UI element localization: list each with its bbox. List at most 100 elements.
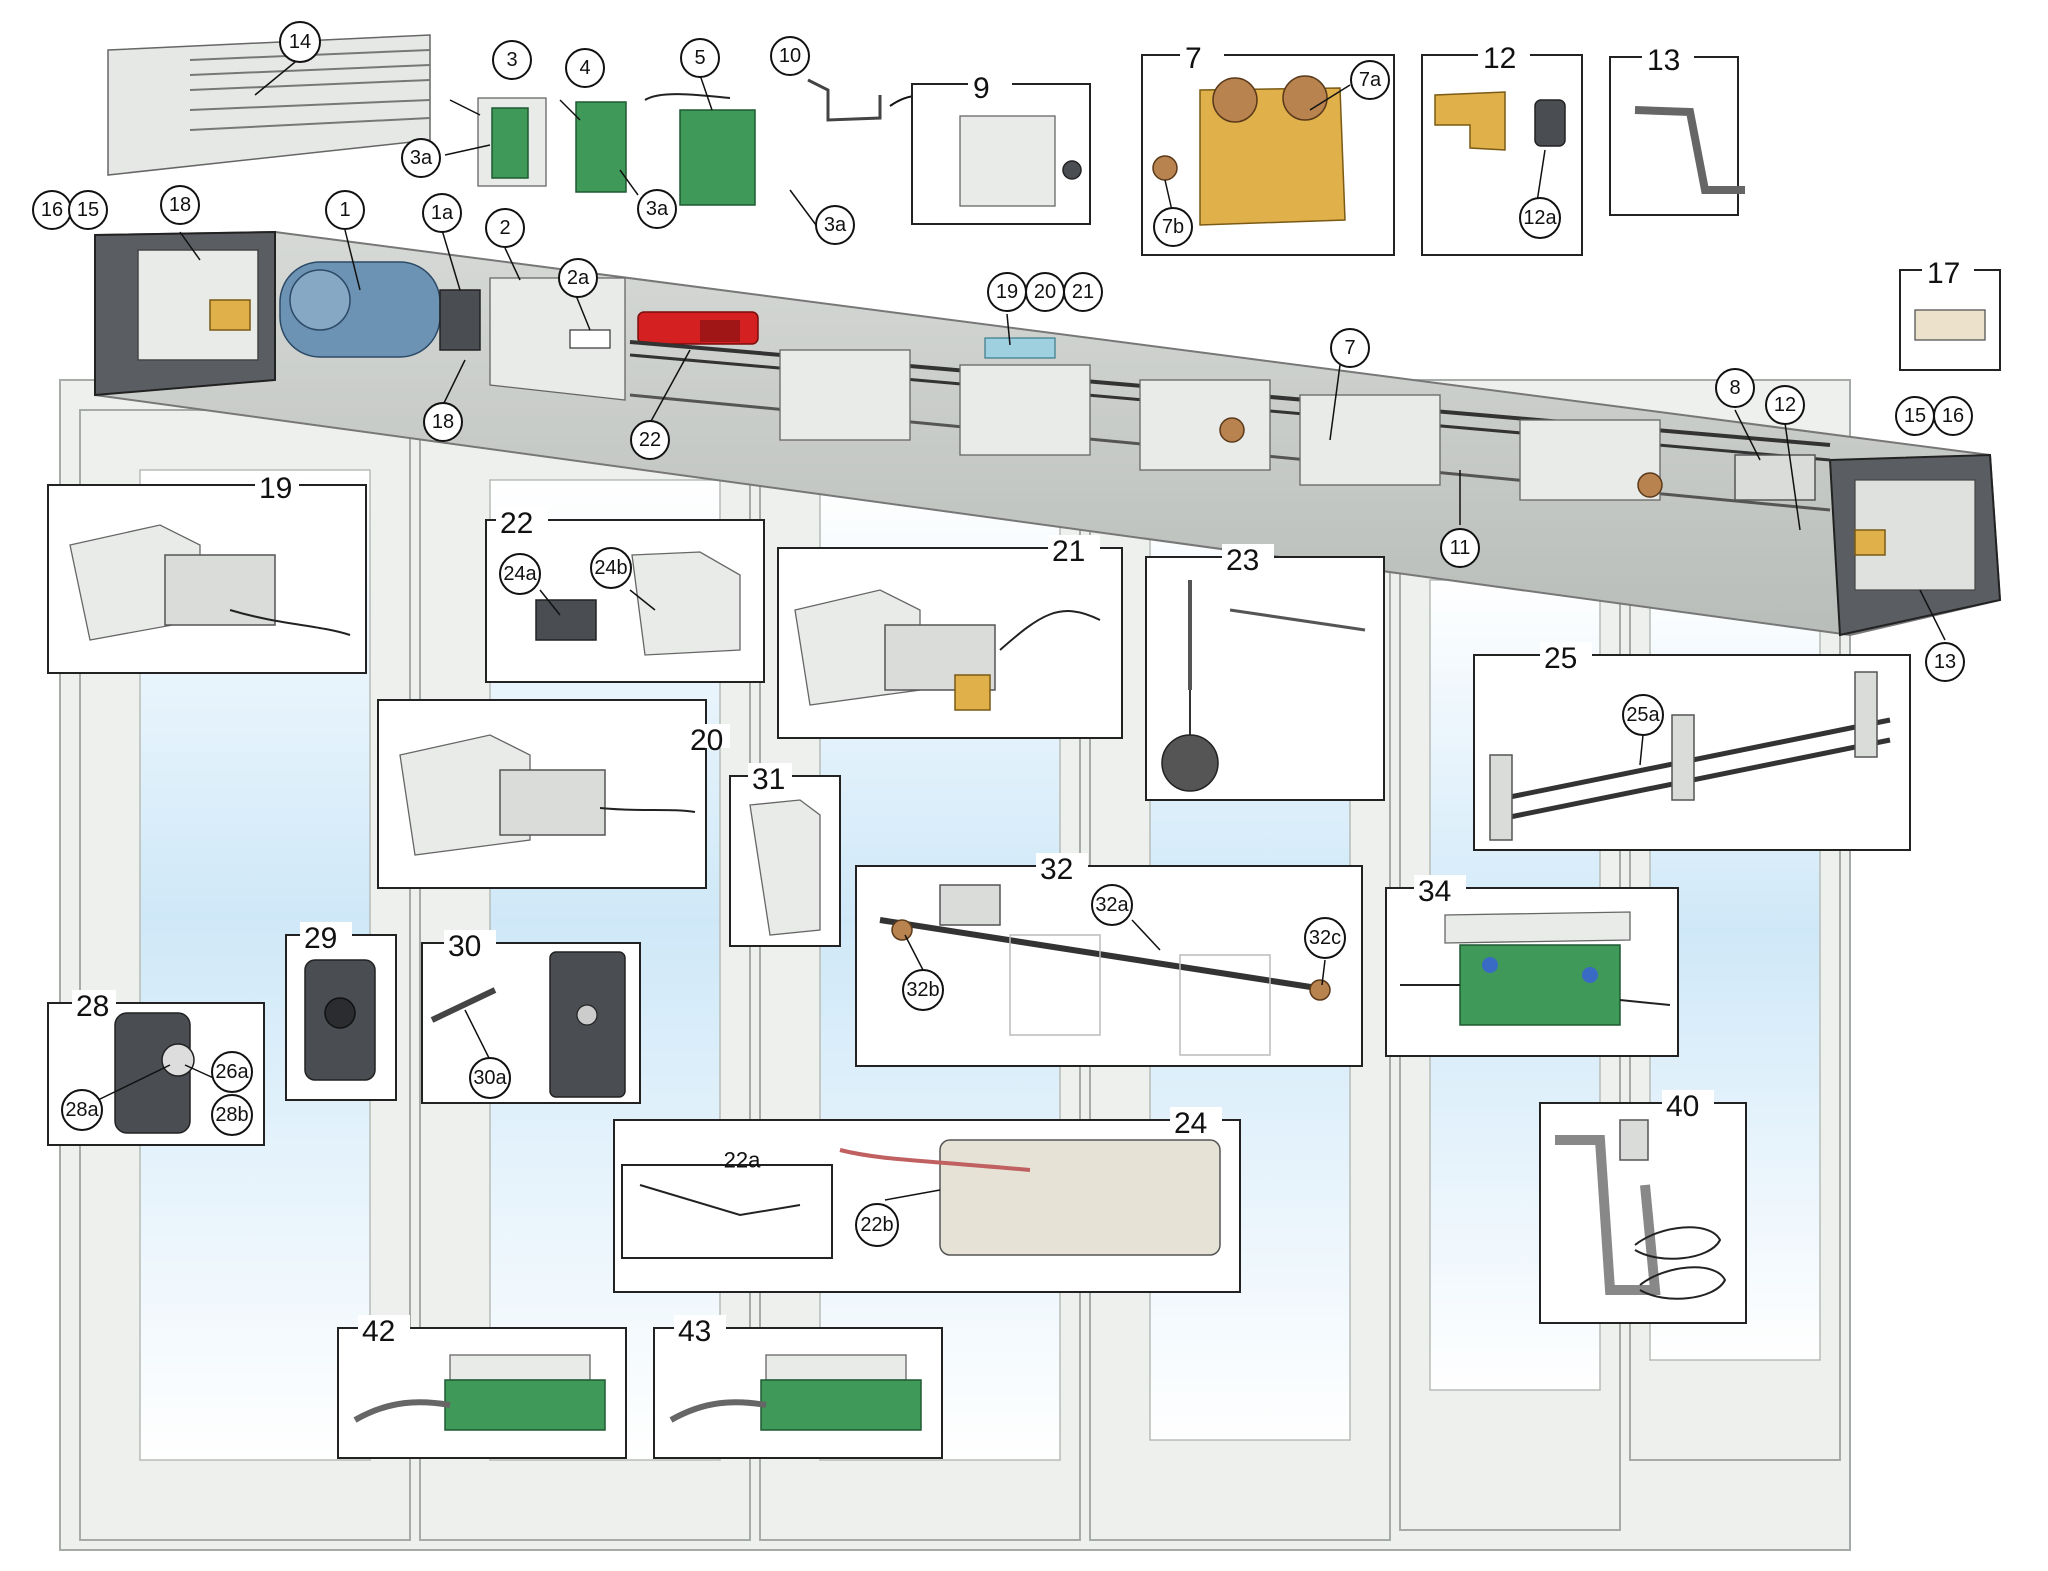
box-43-cable	[669, 1399, 767, 1423]
locking-unit-in-housing	[984, 337, 1056, 359]
box-40: 40	[1539, 1090, 1747, 1324]
callout-11: 11	[1440, 528, 1480, 568]
svg-text:4: 4	[579, 57, 590, 79]
box-7-wheel-2	[1282, 75, 1328, 121]
board-part-5	[679, 109, 756, 206]
box-28-label-bg	[72, 990, 116, 1014]
box-34: 34	[1385, 875, 1679, 1057]
motor-encoder	[439, 289, 481, 351]
box-19-wire	[229, 609, 351, 636]
box-34-label: 34	[1418, 875, 1451, 908]
callout-1: 1	[325, 190, 365, 230]
box-32-roller-left	[891, 919, 913, 941]
callout-13: 13	[1925, 642, 1965, 682]
callout-5: 5	[680, 38, 720, 78]
callout-1a: 1a	[422, 193, 462, 233]
callout-7: 7	[1330, 328, 1370, 368]
callout-12a: 12a	[1519, 197, 1561, 239]
callout-18-top: 18	[160, 185, 200, 225]
box-29-knob	[324, 997, 356, 1029]
box-9-screw	[1062, 160, 1082, 180]
svg-text:13: 13	[1934, 651, 1956, 673]
box-13-label: 13	[1647, 44, 1680, 77]
box-24-switch	[535, 599, 597, 641]
box-13-label-bg	[1642, 44, 1694, 68]
callout-22a: 22a	[724, 1148, 761, 1173]
callout-7a: 7a	[1350, 60, 1390, 100]
box-21-coil-cap	[954, 674, 991, 711]
box-32-ghost-carriage-2	[1179, 954, 1271, 1056]
box-21: 21	[777, 535, 1123, 739]
carriage-3	[1139, 379, 1271, 471]
box-25-bracket-1	[1489, 754, 1513, 841]
callout-16-left: 16	[32, 190, 72, 230]
box-17: 17	[1899, 257, 2001, 371]
svg-text:30a: 30a	[473, 1067, 507, 1089]
box-20: 20	[377, 699, 730, 889]
box-22-label: 24	[1174, 1107, 1207, 1140]
power-supply-fuse	[569, 329, 611, 349]
svg-text:8: 8	[1729, 377, 1740, 399]
box-34-board	[1459, 944, 1621, 1026]
box-13-bracket	[1634, 106, 1745, 194]
magnet-segment-2	[700, 320, 740, 342]
box-20-label: 20	[690, 724, 723, 757]
box-34-label-bg	[1414, 875, 1466, 899]
box-28-knob	[161, 1043, 195, 1077]
module-part-3-board	[491, 107, 529, 179]
left-stop-bracket	[209, 299, 251, 331]
svg-text:1: 1	[339, 199, 350, 221]
callout-8: 8	[1715, 368, 1755, 408]
belt-pulley	[1637, 472, 1663, 498]
callout-2a: 2a	[558, 258, 598, 298]
svg-text:7b: 7b	[1162, 216, 1184, 238]
svg-text:21: 21	[1072, 281, 1094, 303]
callout-24a: 24a	[499, 553, 541, 595]
carriage-5	[1519, 419, 1661, 501]
box-31-bracket	[749, 799, 821, 936]
box-12-label: 12	[1483, 42, 1516, 75]
header-profile-part	[107, 34, 431, 176]
box-12-bracket	[1434, 91, 1506, 151]
svg-text:14: 14	[289, 31, 311, 53]
callout-32a: 32a	[1091, 884, 1133, 926]
box-30-label: 30	[448, 930, 481, 963]
box-23: 23	[1145, 544, 1385, 801]
box-29: 29	[285, 922, 397, 1101]
svg-text:7: 7	[1344, 337, 1355, 359]
box-31-label: 31	[752, 763, 785, 796]
box-17-label: 17	[1927, 257, 1960, 290]
box-42-cable	[353, 1399, 451, 1423]
callout-18-bottom: 18	[423, 402, 463, 442]
box-25-label: 25	[1544, 642, 1577, 675]
box-21-wire	[999, 610, 1101, 651]
box-34-heatsink	[1444, 911, 1631, 944]
box-29-label-bg	[300, 922, 352, 946]
box-43: 43	[653, 1315, 943, 1459]
box-9-label-bg	[968, 72, 1012, 96]
box-7-wheel-1	[1212, 77, 1258, 123]
box-20-solenoid	[499, 769, 606, 836]
carriage-2	[959, 364, 1091, 456]
box-30: 30	[421, 930, 641, 1104]
box-43-label-bg	[674, 1315, 726, 1339]
box-25: 25	[1473, 642, 1911, 851]
box-30-keys	[430, 987, 497, 1023]
box-40-s-hook-1	[1634, 1226, 1722, 1260]
top-row-parts	[107, 34, 947, 206]
box-23-lever	[1229, 608, 1366, 632]
box-42-label: 42	[362, 1315, 395, 1348]
box-7-label: 7	[1185, 42, 1202, 75]
svg-text:25a: 25a	[1626, 704, 1660, 726]
callout-28a: 28a	[61, 1089, 103, 1131]
box-40-bracket	[1555, 1135, 1661, 1295]
callout-22: 22	[630, 420, 670, 460]
carriage-assembly	[779, 349, 1663, 501]
callout-26a: 26a	[211, 1051, 253, 1093]
box-25-bracket-3	[1854, 671, 1878, 758]
box-25-bracket-2	[1671, 714, 1695, 801]
svg-text:28b: 28b	[215, 1104, 248, 1126]
callout-2: 2	[485, 208, 525, 248]
